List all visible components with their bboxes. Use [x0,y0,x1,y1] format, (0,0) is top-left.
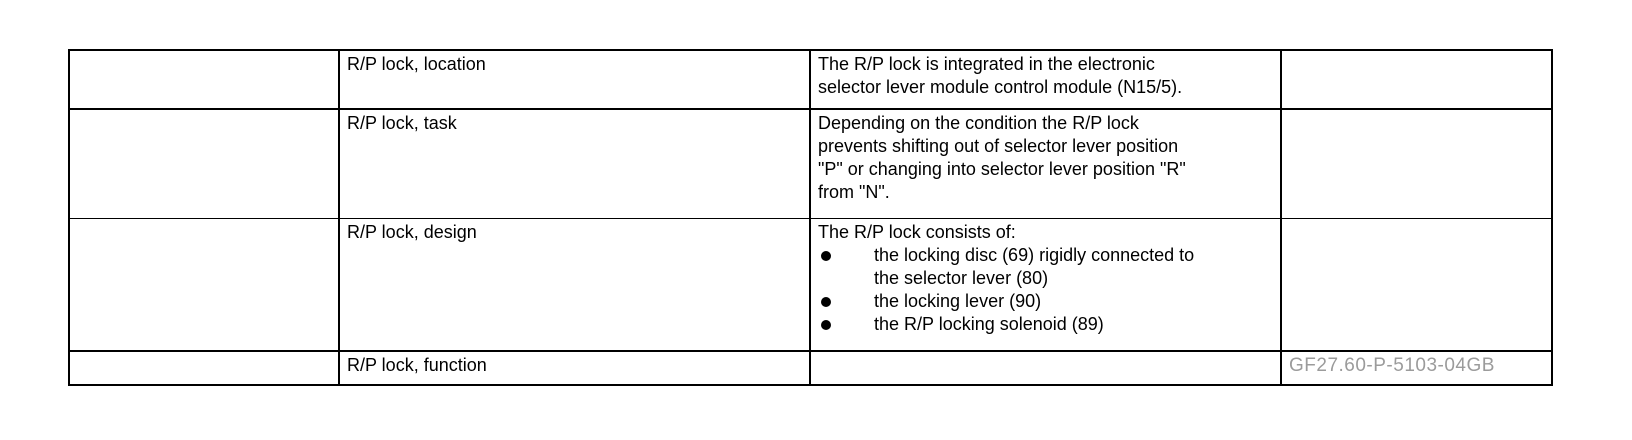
row-description: The R/P lock is integrated in the electr… [818,54,1183,97]
row-code-cell [1280,108,1553,219]
table-row-design: R/P lock, design The R/P lock consists o… [68,218,1553,352]
table-row-location: R/P lock, location The R/P lock is integ… [68,49,1553,110]
design-bullet-list: the locking disc (69) rigidly connected … [818,244,1274,336]
list-item: the locking disc (69) rigidly connected … [818,244,1274,290]
bullet-icon [821,320,831,330]
table-row-function: R/P lock, function GF27.60-P-5103-04GB [68,350,1553,386]
row-label: R/P lock, location [347,54,486,74]
rp-lock-table: R/P lock, location The R/P lock is integ… [68,49,1553,386]
row-description-cell: Depending on the condition the R/P lock … [809,108,1282,219]
list-item-text: the R/P locking solenoid (89) [874,314,1104,334]
row-label: R/P lock, task [347,113,457,133]
empty-cell [68,108,340,219]
bullet-icon [821,297,831,307]
list-item-text: the locking disc (69) rigidly connected … [874,245,1195,288]
row-label-cell: R/P lock, location [338,49,811,110]
row-code-cell: GF27.60-P-5103-04GB [1280,350,1553,386]
row-description-intro: The R/P lock consists of: [818,222,1016,242]
row-label-cell: R/P lock, task [338,108,811,219]
list-item: the locking lever (90) [818,290,1274,313]
bullet-icon [821,251,831,261]
row-label-cell: R/P lock, design [338,218,811,352]
row-code-cell [1280,49,1553,110]
list-item: the R/P locking solenoid (89) [818,313,1274,336]
table-row-task: R/P lock, task Depending on the conditio… [68,108,1553,219]
empty-cell [68,49,340,110]
row-label: R/P lock, design [347,222,477,242]
row-label-cell: R/P lock, function [338,350,811,386]
row-code-cell [1280,218,1553,352]
empty-cell [68,218,340,352]
document-code: GF27.60-P-5103-04GB [1289,355,1495,376]
row-description: Depending on the condition the R/P lock … [818,113,1186,202]
row-description-cell: The R/P lock consists of: the locking di… [809,218,1282,352]
row-description-cell: The R/P lock is integrated in the electr… [809,49,1282,110]
row-label: R/P lock, function [347,355,487,375]
list-item-text: the locking lever (90) [874,291,1042,311]
empty-cell [68,350,340,386]
row-description-cell [809,350,1282,386]
